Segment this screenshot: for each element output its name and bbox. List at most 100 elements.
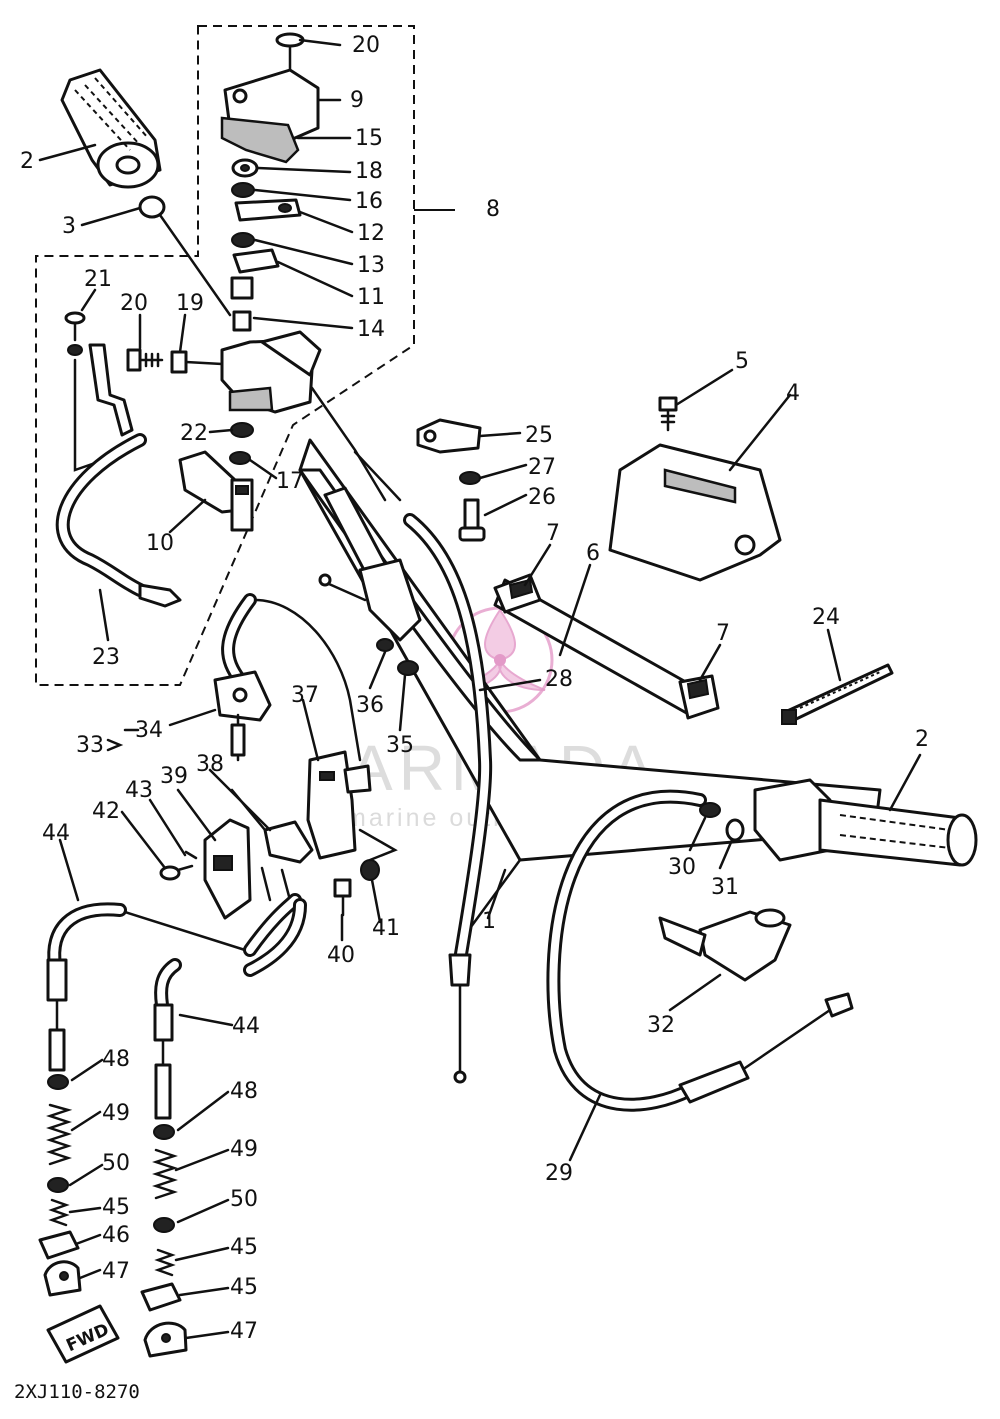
callout-45-right: 45 — [230, 1235, 258, 1260]
callout-12: 12 — [357, 221, 385, 246]
grip-2-left — [60, 68, 162, 189]
callout-41: 41 — [372, 916, 400, 941]
callout-23: 23 — [92, 645, 120, 670]
washer-31 — [725, 818, 745, 842]
cap-47-left — [43, 1260, 82, 1297]
washer-13 — [231, 232, 255, 248]
switch-wire-23 — [55, 343, 182, 608]
callout-27: 27 — [528, 455, 556, 480]
gasket-15 — [220, 116, 300, 164]
washer-41 — [360, 859, 380, 881]
nut-27 — [459, 471, 481, 485]
throttle-grip-assembly — [318, 486, 422, 642]
callout-33: 33 — [76, 733, 104, 758]
bracket-34 — [213, 670, 272, 762]
callout-44-left: 44 — [42, 821, 70, 846]
cable-tie — [781, 663, 894, 725]
washer-50-right — [153, 1217, 175, 1233]
callout-39: 39 — [160, 764, 188, 789]
switch-32 — [658, 908, 792, 982]
end-cap-3 — [138, 195, 232, 317]
leader-lines — [38, 38, 922, 1340]
spring-49-right — [152, 1148, 178, 1200]
callout-2-right: 2 — [915, 727, 929, 752]
screw-42 — [159, 864, 194, 881]
throttle-assembly-boundary — [35, 25, 455, 686]
bolt-20-side — [126, 348, 164, 372]
cap-47-right — [143, 1321, 188, 1358]
callout-11: 11 — [357, 285, 385, 310]
callout-47-left: 47 — [102, 1259, 130, 1284]
callout-6: 6 — [586, 541, 600, 566]
callout-49-right: 49 — [230, 1137, 258, 1162]
spring-45-right — [154, 1248, 176, 1277]
callout-1: 1 — [482, 909, 496, 934]
sleeve-14 — [230, 276, 254, 332]
washer-16 — [231, 182, 255, 198]
callout-46: 46 — [102, 1223, 130, 1248]
callout-7-bottom: 7 — [716, 621, 730, 646]
callout-36: 36 — [356, 693, 384, 718]
callout-26: 26 — [528, 485, 556, 510]
cable-33 — [221, 593, 362, 762]
callout-32: 32 — [647, 1013, 675, 1038]
callout-42: 42 — [92, 799, 120, 824]
grip-6 — [493, 573, 720, 720]
handlebar — [298, 438, 882, 937]
washer-17 — [229, 451, 251, 465]
callout-labels: 20 9 15 18 16 12 13 11 14 8 2 3 21 20 19… — [20, 33, 929, 1344]
callout-21: 21 — [84, 267, 112, 292]
screw-21 — [64, 311, 86, 356]
callout-37: 37 — [291, 683, 319, 708]
cap-46 — [38, 1230, 80, 1260]
screw-43 — [184, 850, 198, 860]
washer-18 — [231, 158, 259, 178]
callout-44-right: 44 — [232, 1014, 260, 1039]
callout-4: 4 — [786, 381, 800, 406]
callout-9: 9 — [350, 88, 364, 113]
callout-35: 35 — [386, 733, 414, 758]
callout-25: 25 — [525, 423, 553, 448]
callout-2-left: 2 — [20, 149, 34, 174]
callout-20-side: 20 — [120, 291, 148, 316]
callout-49-left: 49 — [102, 1101, 130, 1126]
callout-40: 40 — [327, 943, 355, 968]
clutch-cable-29 — [546, 789, 854, 1112]
fwd-tag: FWD — [46, 1304, 120, 1364]
spring-49-left — [46, 1103, 73, 1166]
bolt-40 — [333, 878, 352, 917]
callout-48-right: 48 — [230, 1079, 258, 1104]
callout-22: 22 — [180, 421, 208, 446]
callout-15: 15 — [355, 126, 383, 151]
callout-20: 20 — [352, 33, 380, 58]
plate-11 — [232, 248, 280, 274]
nut-30 — [699, 802, 721, 818]
callout-16: 16 — [355, 189, 383, 214]
cable-44-right — [153, 898, 307, 1140]
callout-19: 19 — [176, 291, 204, 316]
callout-14: 14 — [357, 317, 385, 342]
callout-38: 38 — [196, 752, 224, 777]
switch-cover — [608, 443, 782, 582]
callout-5: 5 — [735, 349, 749, 374]
diagram-code: 2XJ110-8270 — [14, 1381, 140, 1403]
callout-17: 17 — [276, 469, 304, 494]
callout-45-left: 45 — [102, 1195, 130, 1220]
cable-44-left — [46, 893, 302, 1090]
spring-45-left — [48, 1198, 70, 1227]
cap-45-right — [140, 1282, 182, 1312]
callout-47-right: 47 — [230, 1319, 258, 1344]
callout-7-top: 7 — [546, 521, 560, 546]
callout-48-left: 48 — [102, 1047, 130, 1072]
callout-50-right: 50 — [230, 1187, 258, 1212]
callout-18: 18 — [355, 159, 383, 184]
nut-35 — [397, 660, 419, 676]
washer-22 — [230, 422, 254, 438]
washer-50-left — [47, 1177, 69, 1193]
thumb-lever-10 — [178, 450, 254, 532]
lever-12 — [234, 198, 302, 222]
washer-36 — [376, 638, 394, 652]
clamp-25 — [416, 418, 482, 454]
switch-39 — [203, 818, 292, 920]
